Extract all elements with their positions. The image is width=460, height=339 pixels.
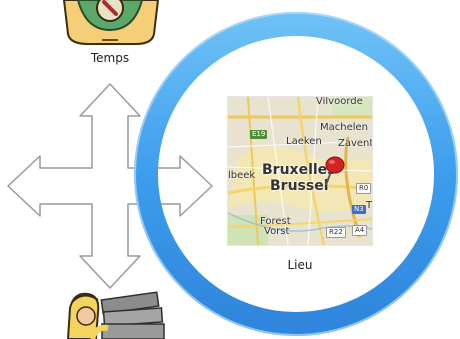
map-label-forest: Forest [260,216,291,227]
map-label-zaventem: Zavente [338,138,372,149]
map-label-bruxelles: Bruxelles [262,162,336,178]
map-thumbnail: Vilvoorde Machelen Laeken Zavente Bruxel… [228,97,372,245]
map-label-vilvoorde: Vilvoorde [316,97,363,107]
map-label-beek: lbeek [228,170,256,181]
map-pin-icon [325,156,345,186]
place-label: Lieu [287,258,313,272]
map-label-vorst: Vorst [264,226,290,237]
clock-clipart-icon [62,0,160,45]
time-label: Temps [90,51,130,65]
map-label-brussel: Brussel [270,178,329,194]
road-shield-r0: R0 [356,183,372,194]
road-shield-a4: A4 [352,225,368,236]
road-label-t: T [366,200,372,211]
road-shield-r22: R22 [326,227,346,238]
map-label-machelen: Machelen [320,122,369,133]
worker-carrying-boxes-clipart-icon [66,291,165,339]
road-shield-e19: E19 [250,130,268,139]
map-label-laeken: Laeken [286,136,322,147]
road-shield-n3: N3 [352,205,366,214]
